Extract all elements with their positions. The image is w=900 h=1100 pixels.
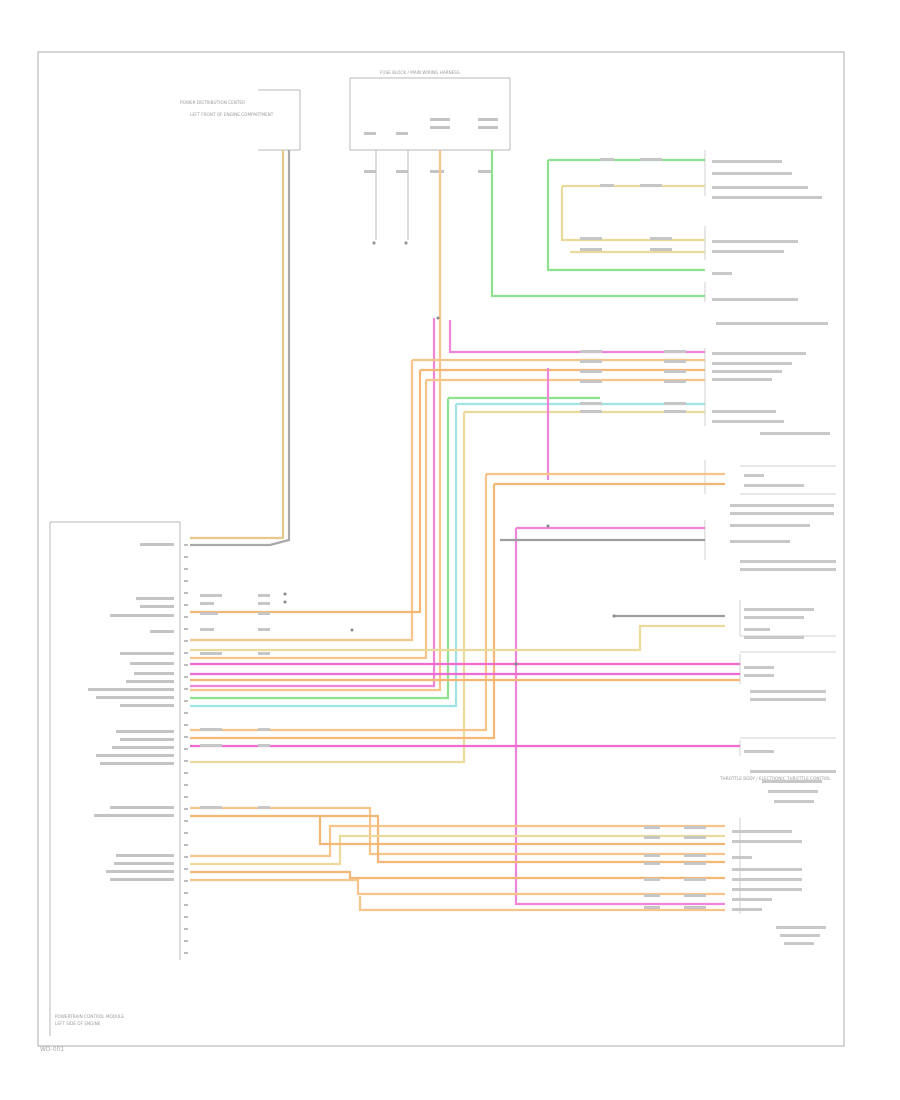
wire-lower-7	[318, 816, 725, 846]
wire-orange-1	[190, 358, 705, 642]
wire-lower-1	[190, 806, 725, 856]
wire-green-loop	[490, 150, 705, 298]
wire-lower-6	[190, 878, 725, 896]
wire-fuse-feed-a	[190, 150, 285, 540]
wire-orange-5	[190, 482, 725, 740]
module-block	[49, 521, 181, 1036]
footer-code: WD-001	[40, 1046, 65, 1053]
wire-lower-8	[358, 896, 725, 912]
fuse-label: POWER DISTRIBUTION CENTER	[180, 100, 245, 105]
top-connector-label: FUSE BLOCK / MAIN WIRING HARNESS	[380, 70, 460, 75]
wire-pink-top	[448, 320, 705, 354]
right-connector-frames	[704, 150, 836, 914]
wire-pink-2	[514, 526, 725, 906]
diagram-border	[37, 51, 845, 1047]
wire-orange-4	[190, 472, 725, 732]
module-sub-label: LEFT SIDE OF ENGINE	[55, 1021, 101, 1026]
splice-points	[283, 316, 616, 666]
ground-node-2	[404, 241, 408, 245]
module-pin-labels	[88, 543, 174, 881]
right-pin-labels	[712, 160, 836, 945]
module-label: POWERTRAIN CONTROL MODULE	[55, 1014, 124, 1019]
wire-pink-splice	[190, 318, 436, 688]
wire-lower-4	[190, 834, 725, 866]
wire-orange-3	[190, 378, 705, 660]
sensor-label: THROTTLE BODY / ELECTRONIC THROTTLE CONT…	[719, 776, 831, 781]
wire-lower-3	[190, 824, 725, 858]
wire-lower-5	[190, 870, 725, 880]
top-connector-block	[349, 77, 511, 151]
wire-lower-2	[190, 814, 725, 864]
ground-node-1	[372, 241, 376, 245]
fuse-sub-label: LEFT FRONT OF ENGINE COMPARTMENT	[190, 112, 274, 117]
wire-fuse-feed-b	[190, 150, 291, 547]
wire-yellow-pair	[560, 184, 705, 254]
fuse-block	[258, 89, 301, 151]
wire-yellow-3	[190, 624, 725, 652]
wire-code-labels	[200, 158, 706, 909]
wire-ign-feed	[190, 150, 442, 692]
module-pin-column	[184, 544, 188, 954]
wire-green-2	[190, 396, 600, 700]
top-connector-pins	[364, 118, 498, 173]
